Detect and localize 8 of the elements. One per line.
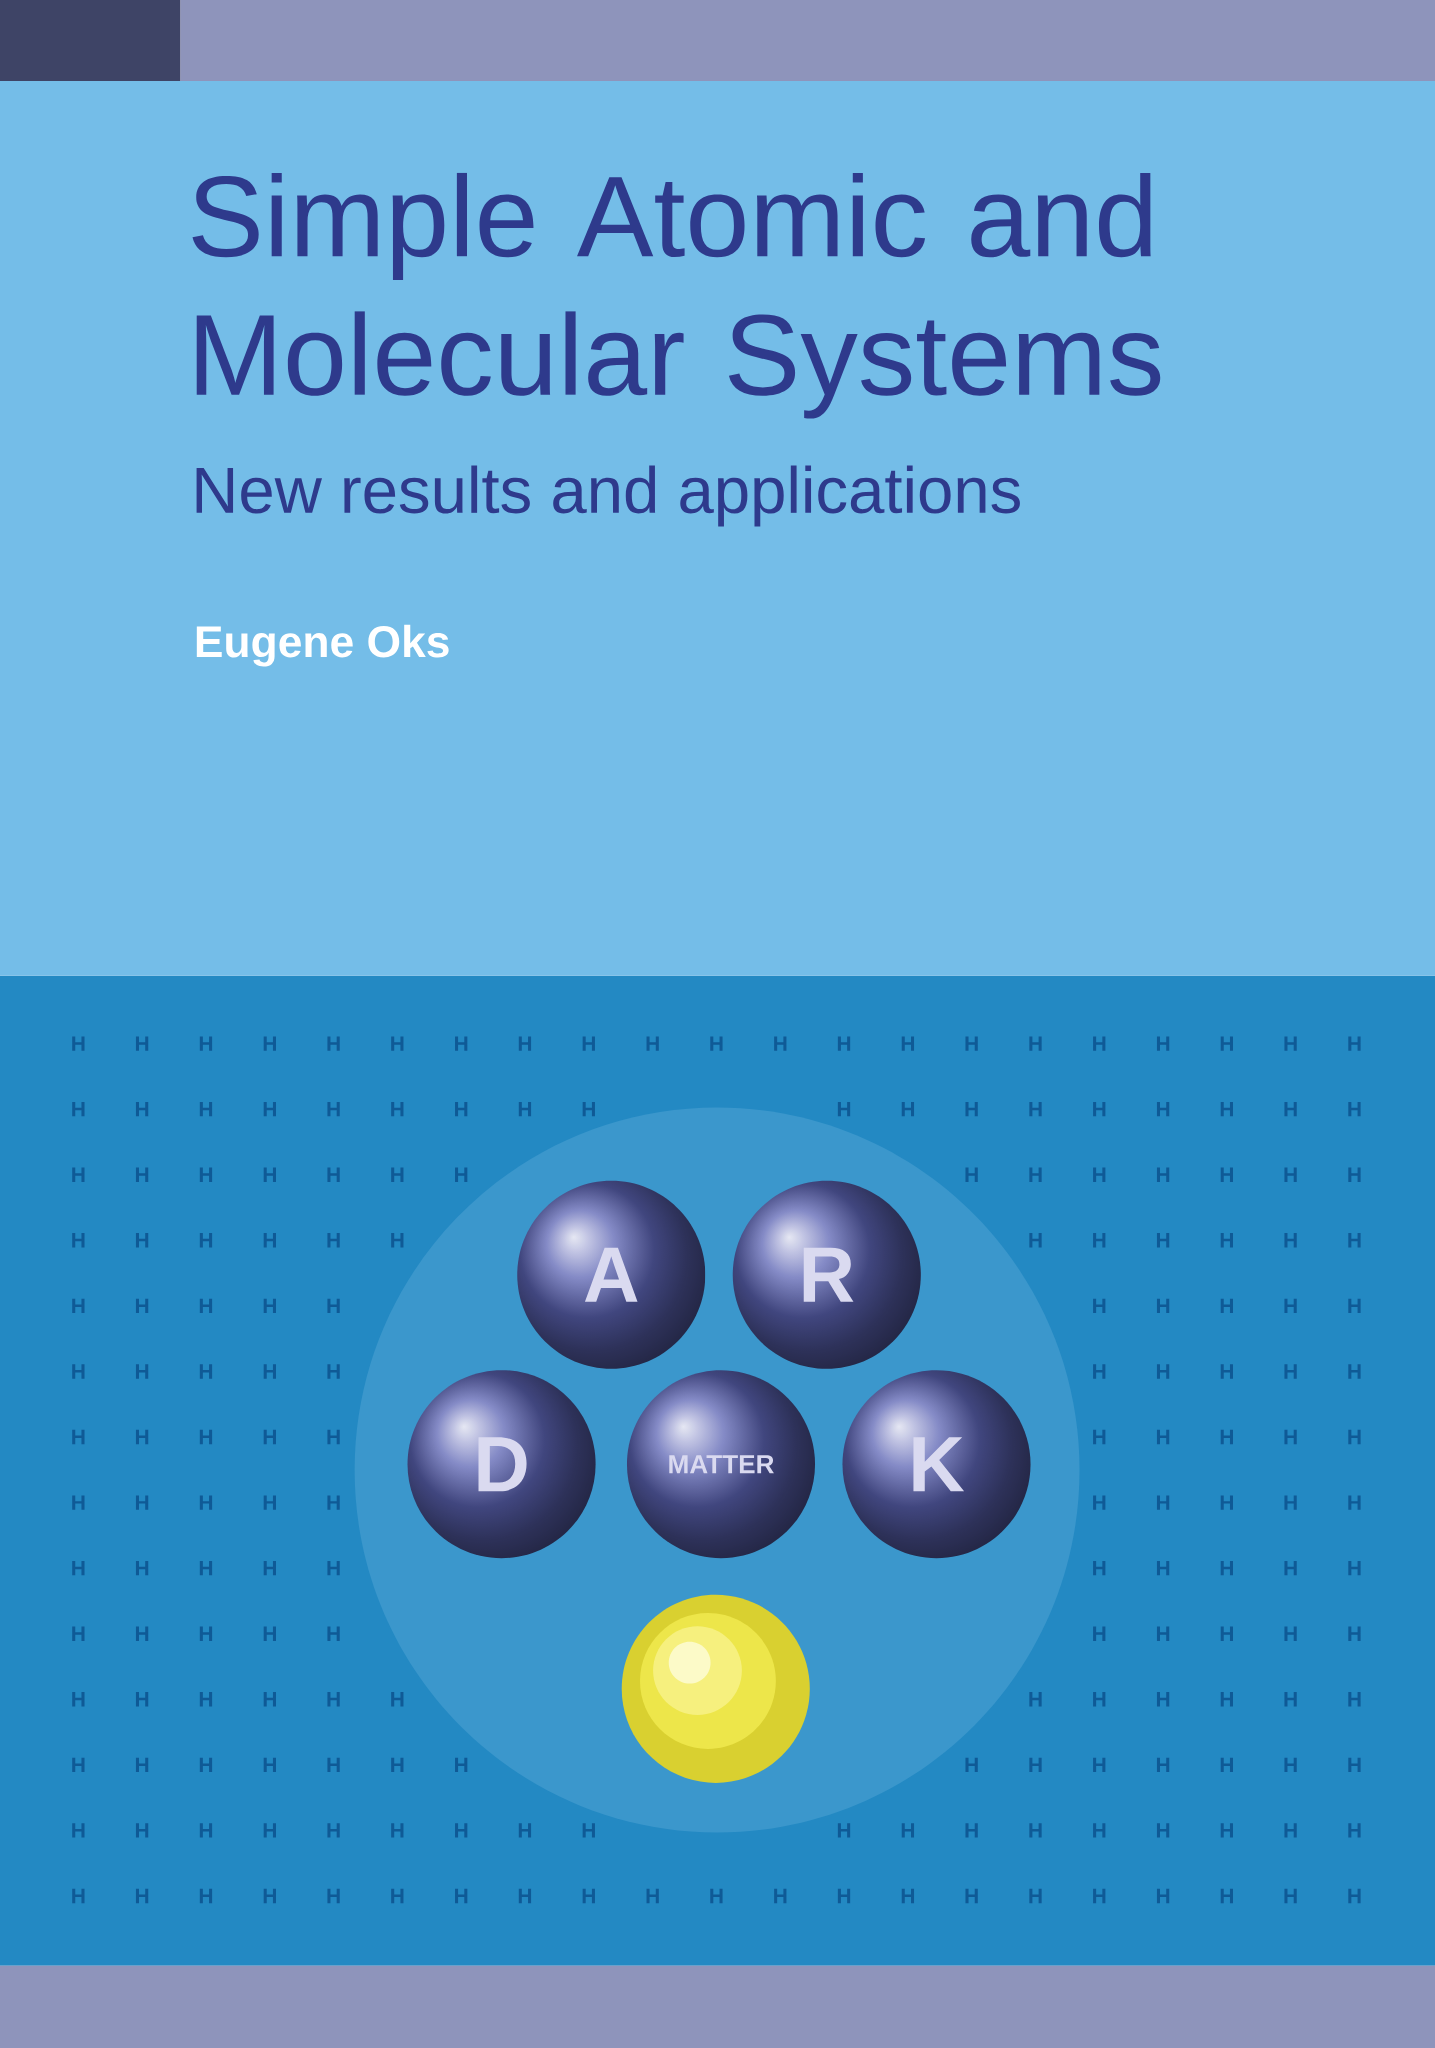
- sphere: A: [584, 1247, 638, 1302]
- sphere: D: [478, 1437, 527, 1492]
- author: Eugene Oks: [196, 624, 449, 667]
- subtitle: New results and applications: [196, 465, 1020, 527]
- title: Simple Atomic and Molecular Systems: [192, 172, 1160, 419]
- sphere: R: [803, 1247, 854, 1302]
- sphere: [621, 1594, 810, 1783]
- sphere: K: [913, 1437, 964, 1492]
